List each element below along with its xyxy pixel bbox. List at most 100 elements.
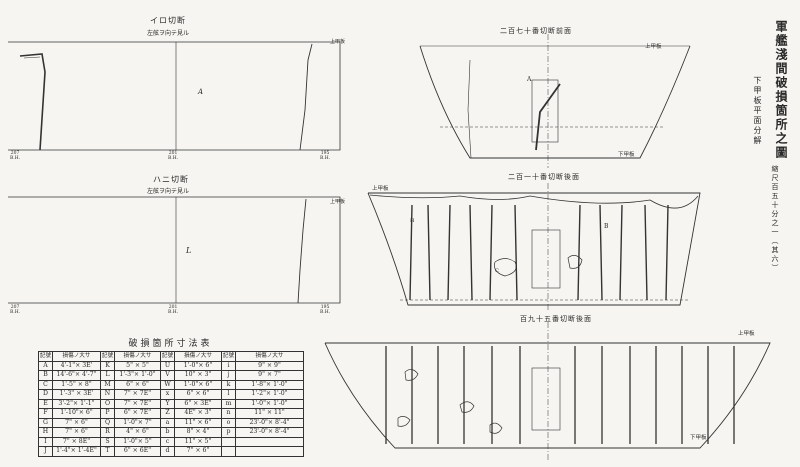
table-cell-size: 1'-0"× 6" bbox=[174, 379, 222, 390]
damage-mark-b: B bbox=[604, 223, 609, 230]
table-cell-mark: O bbox=[100, 398, 115, 409]
table-cell-size: 7" × 6" bbox=[174, 446, 222, 457]
deck-label-upper-195: 上甲板 bbox=[738, 331, 755, 337]
table-cell-mark: L bbox=[100, 370, 115, 381]
hull-outline-270 bbox=[419, 45, 691, 159]
table-cell-size: 10" × 3" bbox=[174, 370, 222, 381]
section-mark-l: L bbox=[186, 246, 192, 255]
table-cell-size: 11" × 6" bbox=[174, 417, 222, 428]
stiffener-210 bbox=[447, 204, 451, 301]
table-cell-mark: D bbox=[38, 389, 53, 400]
table-cell-size: 1'-8"× 1'-0" bbox=[235, 379, 304, 390]
stiffener-210 bbox=[599, 204, 603, 301]
table-cell-mark: S bbox=[100, 436, 115, 447]
table-cell-mark: x bbox=[160, 389, 175, 400]
table-cell-size: 11" × 5" bbox=[174, 436, 222, 447]
table-cell-mark: T bbox=[100, 446, 115, 457]
damage-table-block: 破損箇所寸法表 記號 損傷ノ大サ 記號 損傷ノ大サ 記號 損傷ノ大サ 記號 損傷… bbox=[38, 336, 304, 457]
section-mark-a: A bbox=[198, 88, 204, 96]
view-frame-i-ro bbox=[8, 41, 341, 151]
table-cell-mark: F bbox=[38, 408, 53, 419]
stiffener-210 bbox=[427, 204, 431, 301]
table-cell-size: 6" × 6" bbox=[174, 389, 222, 400]
hull-outline-210 bbox=[367, 192, 701, 306]
table-cell-size: 7" × 6" bbox=[52, 427, 101, 438]
stiffener-210 bbox=[577, 204, 581, 301]
table-cell-mark: J bbox=[38, 446, 53, 457]
table-cell-size: 7" × 6" bbox=[52, 417, 101, 428]
table-cell-mark: A bbox=[38, 360, 53, 371]
stiffener-210 bbox=[644, 204, 648, 301]
table-cell-size: 9" × 9" bbox=[235, 360, 304, 371]
table-cell-size: 6" × 7E" bbox=[114, 408, 161, 419]
table-cell-size: 1'-0"× 1'-0" bbox=[235, 398, 304, 409]
view-subtitle-i-ro: 左舷ヲ向テ見ル bbox=[147, 30, 190, 37]
table-cell-mark: Q bbox=[100, 417, 115, 428]
table-cell-size bbox=[235, 436, 304, 447]
table-cell-mark: Z bbox=[160, 408, 175, 419]
damage-hole-195 bbox=[404, 369, 419, 381]
table-cell-mark: G bbox=[38, 417, 53, 428]
table-cell-size: 1'-0"× 6" bbox=[174, 360, 222, 371]
table-cell-mark: N bbox=[100, 389, 115, 400]
table-cell-mark: c bbox=[160, 436, 175, 447]
damage-mark-a: A bbox=[527, 76, 532, 83]
view-title-i-ro: イロ切断 bbox=[150, 16, 186, 25]
table-cell-mark: P bbox=[100, 408, 115, 419]
table-cell-size: 9" × 7" bbox=[235, 370, 304, 381]
stiffener-210 bbox=[619, 204, 623, 301]
table-cell-mark: a bbox=[160, 417, 175, 428]
header-mark: 記號 bbox=[100, 351, 115, 362]
table-cell-size: 23'-0"× 8'-4" bbox=[235, 417, 304, 428]
deck-label-upper-210: 上甲板 bbox=[372, 186, 389, 192]
table-cell-mark: o bbox=[221, 417, 236, 428]
table-cell-size: 7" × 8E" bbox=[52, 436, 101, 447]
sheet-title: 軍艦淺間破損箇所之圖 bbox=[774, 20, 788, 160]
opening-rect-210 bbox=[531, 229, 561, 289]
table-cell-mark: Y bbox=[160, 398, 175, 409]
table-cell-size: 4E" × 3" bbox=[174, 408, 222, 419]
damage-outline-right-ha-ni bbox=[297, 198, 307, 304]
header-mark: 記號 bbox=[38, 351, 53, 362]
stiffener-210 bbox=[409, 204, 413, 301]
damage-outline-inner-i-ro bbox=[23, 56, 41, 59]
table-cell-mark: K bbox=[100, 360, 115, 371]
deck-label-upper-ml: 上甲板 bbox=[330, 199, 346, 205]
view-frame-ha-ni bbox=[8, 196, 341, 304]
table-cell-size: 6" × 6E" bbox=[114, 446, 161, 457]
table-cell-mark: C bbox=[38, 379, 53, 390]
table-cell-size: 23'-0"× 8'-4" bbox=[235, 427, 304, 438]
deck-label-lower-195: 下甲板 bbox=[690, 435, 707, 441]
table-cell-size: 1'-10"× 6" bbox=[52, 408, 101, 419]
table-cell-size: 1'-3"× 1'-0" bbox=[114, 370, 161, 381]
table-cell-size: 1'-0"× 5" bbox=[114, 436, 161, 447]
table-cell-mark: E bbox=[38, 398, 53, 409]
table-cell-size: 1'-5" × 8" bbox=[52, 379, 101, 390]
table-cell-mark: l bbox=[221, 389, 236, 400]
damage-mark-h: H bbox=[410, 218, 415, 224]
table-cell-mark: W bbox=[160, 379, 175, 390]
table-cell-mark: I bbox=[38, 436, 53, 447]
damage-table-caption: 破損箇所寸法表 bbox=[128, 339, 213, 349]
damage-outline-left-i-ro bbox=[19, 53, 46, 151]
sheet-subtitle: 下甲板平面分解 bbox=[753, 76, 762, 146]
view-title-ha-ni: ハニ切断 bbox=[153, 175, 189, 184]
table-cell-mark: R bbox=[100, 427, 115, 438]
table-cell-size: 4" × 6" bbox=[114, 427, 161, 438]
damage-stroke-270 bbox=[535, 83, 561, 151]
table-cell-mark: H bbox=[38, 427, 53, 438]
table-cell-size: 1'-2"× 1'-0" bbox=[235, 389, 304, 400]
table-cell-mark: M bbox=[100, 379, 115, 390]
damage-mark-c: C bbox=[495, 268, 499, 274]
